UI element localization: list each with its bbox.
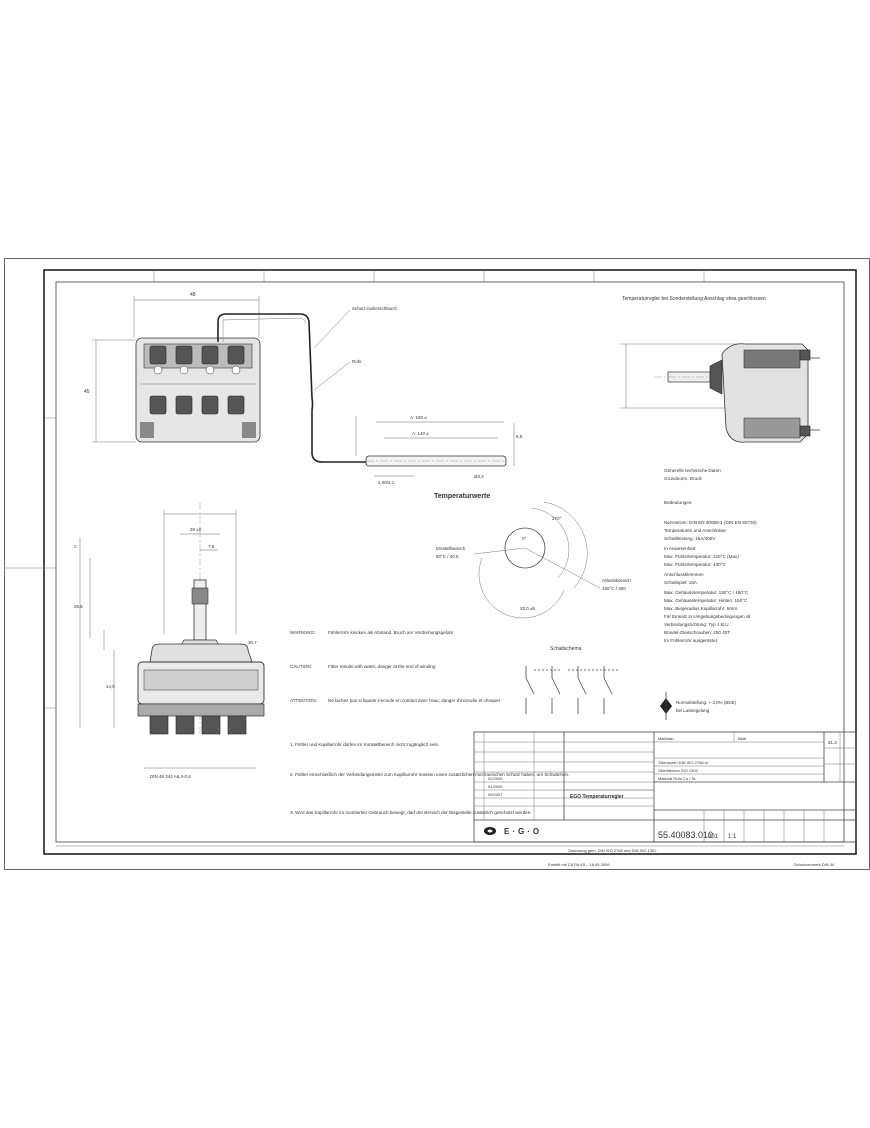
regulator-side-view (620, 343, 820, 443)
specs-title-1: Generelle technische Daten (664, 468, 721, 473)
spec-1: Temperaturen und Anschlüsse (664, 528, 726, 533)
spec-11: Für Einsatz in Umgebungsbedingungen ist (664, 614, 751, 619)
dim-side: 30,7 (248, 640, 257, 645)
note-0-text: Fühlerrohr knicken als Abstand. Bruch am… (328, 630, 454, 635)
dim-bulb-a: A: 150 ± (410, 415, 427, 420)
dim-front-w: 28 ±0 (190, 527, 202, 532)
dim-left: 45 (84, 389, 90, 395)
spec-6: Anschlussklemmen (664, 572, 704, 577)
frame-ticks (4, 270, 705, 709)
spec-5: Max. Fühlertemperatur: 400°C (664, 562, 727, 567)
sym-note-2: bei Lastregelung (676, 708, 710, 713)
spec-0: Nennstrom: DIN EN 60068-1 (DIN EN 60730) (664, 520, 757, 525)
tb-company: E·G·O (504, 827, 542, 836)
spec-2: Schaltleistung: 16A/400V (664, 536, 716, 541)
spec-7: Schaltspiel: 16A (664, 580, 698, 585)
capillary-tube: Schutz-Isolierschlauch Rohr (217, 306, 398, 463)
spec-13: Bündel-Gleitschrauben: 250 40T (664, 630, 730, 635)
step-3: 3. Wird das Kapillarrohr im montierten G… (290, 810, 532, 815)
sensing-bulb: A: 150 ± A: 140 ± 6,5 1,00/3.1 Ø3,4 (355, 415, 523, 485)
symbol-note: Normalstellung: + 3,0% (BDE) bei Lastreg… (660, 692, 737, 720)
footer-right: Schutzvermerk DIN 34 (794, 862, 835, 867)
step-2: 2. Fühler einschließlich der Verbindungs… (290, 772, 569, 777)
temp-start: Einstellbereich (436, 546, 466, 551)
terminal-block-top-view: 48 45 (84, 292, 261, 443)
temp-start-val: 50°C / 40 K (436, 554, 459, 559)
change-row-1: 02/2009 (488, 776, 503, 781)
step-1: 1. Fühler und Kapillarrohr dürfen im Kon… (290, 742, 439, 747)
sym-note-1: Normalstellung: + 3,0% (BDE) (676, 700, 737, 705)
spec-8: Max. Gehäusetemperatur: 150°C / 150°C (664, 590, 749, 595)
spec-4: Max. Fühlertemperatur: 315°C (Max) (664, 554, 739, 559)
dim-bulb-b: A: 140 ± (412, 431, 429, 436)
temp-angle-2: 0° (522, 536, 527, 541)
note-0-label: WARNUNG: (290, 630, 315, 635)
regulator-front-view: 28 ±0 7,6 2 26,5 14,5 30,7 DIN 46 244 A6… (74, 502, 265, 779)
footer-left: Zeichnung gem. DIN ISO 2768 und DIN ISO … (568, 848, 657, 853)
specs-sub: Bedeutungen: (664, 500, 693, 505)
warning-notes: WARNUNG: Fühlerrohr knicken als Abstand.… (290, 630, 569, 815)
note-1-text: Fitter results with water, danger at the… (328, 664, 436, 669)
dim-front-left-3: 14,5 (106, 684, 115, 689)
technical-specs: Generelle technische Daten Grundnorm, Dr… (664, 468, 757, 643)
temp-title: Temperaturwerte (434, 493, 490, 500)
spec-12: Verbindungsrichtung: Typ 1.B.U (664, 622, 729, 627)
tb-description: EGO Temperaturregler (570, 794, 624, 800)
tb-row-0: Toleranzen DIN ISO 2768-m (658, 760, 709, 765)
tb-code: 81.3 (828, 740, 837, 745)
drawing-canvas: Temperaturregler bei Sonderstellung Ansc… (4, 258, 870, 870)
dim-lower: DIN 46 244 A6,3-0,8 (150, 774, 191, 779)
tb-row-1: Oberflächen ISO 1302 (658, 768, 699, 773)
tb-row-2: Material Rohr Cu / Ni (658, 776, 695, 781)
footer-mid: Erstellt mit CATIA V5 – 18.05.2009 (548, 862, 610, 867)
spec-3: In Anwesenheit: (664, 546, 696, 551)
dim-front-left-2: 26,5 (74, 604, 83, 609)
spec-14: Im Fühlerrohr ausgerüstet (664, 638, 718, 643)
dim-bulb-h: 6,5 (516, 434, 523, 439)
dim-top: 48 (190, 292, 196, 298)
inner-frame (43, 269, 857, 855)
tb-sheet: 001 (708, 834, 719, 840)
specs-title-2: Grundnorm, Druck (664, 476, 702, 481)
part-number: 55.40083.010 (658, 830, 713, 840)
dim-front-w2: 7,6 (208, 544, 215, 549)
tb-top-label-1: Maßstab (658, 736, 674, 741)
temperature-dial: Temperaturwerte 270° 0° 20,0 ±5 Einstell… (434, 493, 631, 619)
temp-end: Arbeitsbereich (602, 578, 631, 583)
dim-bulb-dia: Ø3,4 (474, 474, 484, 479)
ego-logo (484, 827, 496, 835)
drawing-border (55, 281, 845, 843)
temp-angle-3: 20,0 ±5 (520, 606, 535, 611)
note-2-text: Ne lachez pas si liquide s'ecoule en con… (328, 698, 501, 703)
contacts-title: Schaltschema (550, 646, 582, 652)
title-block: 02/2009 01/2009 09/2007 Maßstab Blatt To… (473, 731, 857, 843)
tb-scale: 1:1 (728, 834, 737, 840)
spec-9: Max. Gehäusetemperatur: Hinten: 150°C (664, 598, 748, 603)
note-2-label: ATTENTION: (290, 698, 317, 703)
change-row-2: 01/2009 (488, 784, 503, 789)
note-1-label: CAUTION: (290, 664, 312, 669)
change-row-3: 09/2007 (488, 792, 503, 797)
capillary-label-1: Schutz-Isolierschlauch (352, 306, 398, 311)
temp-end-val: 165°C / 300 (602, 586, 626, 591)
contacts-schematic: Schaltschema (525, 646, 620, 714)
tb-top-label-2: Blatt (738, 736, 747, 741)
dim-bulb-left: 1,00/3.1 (378, 480, 395, 485)
technical-drawing-sheet: Temperaturregler bei Sonderstellung Ansc… (4, 258, 870, 870)
temp-angle-1: 270° (552, 516, 562, 521)
capillary-label-2: Rohr (352, 359, 362, 364)
dim-front-left-1: 2 (74, 544, 77, 549)
spec-10: Max. Biegeradius Kapillarrohr: 5mm (664, 606, 737, 611)
header-note: Temperaturregler bei Sonderstellung Ansc… (622, 296, 766, 302)
